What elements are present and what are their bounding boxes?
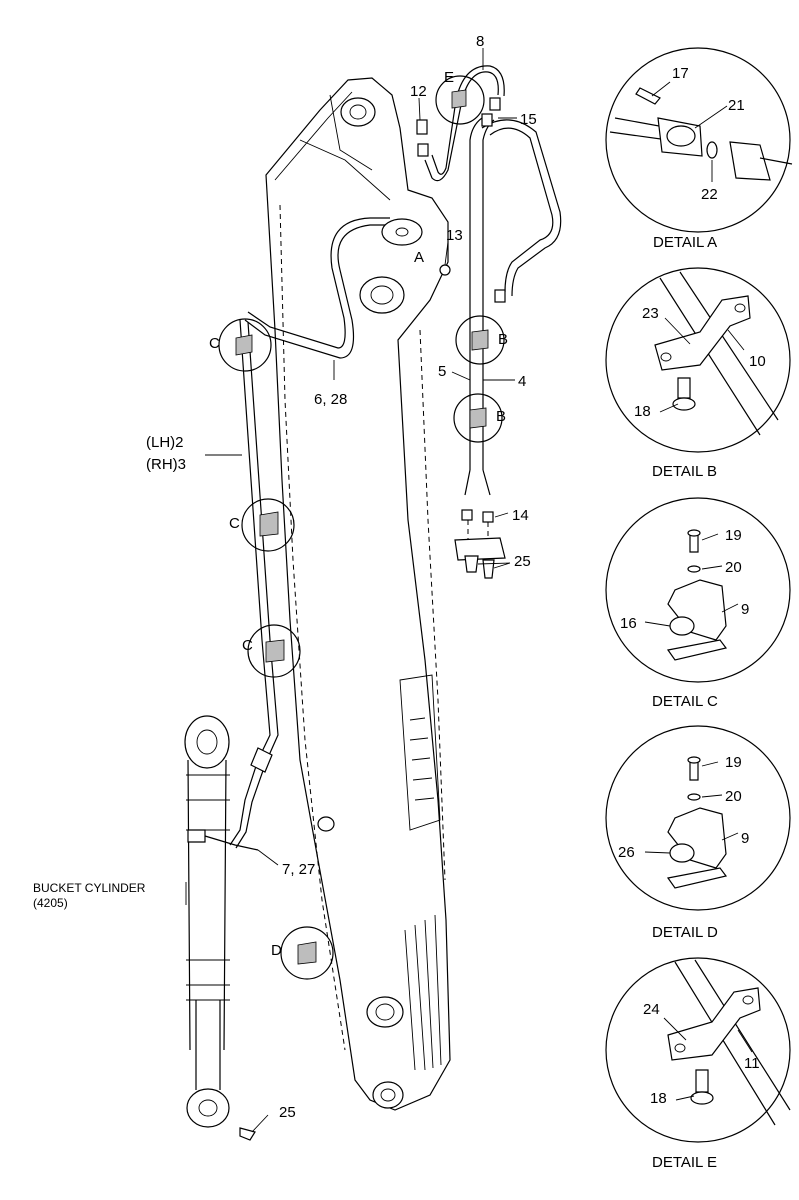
detail-b: 23 10 18 DETAIL B (605, 267, 791, 480)
bucket-cylinder (184, 715, 230, 1128)
detail-d-title: DETAIL D (652, 924, 718, 941)
detail-c-title: DETAIL C (652, 693, 718, 710)
callout-a: A (414, 249, 424, 266)
bucket-cylinder-label: BUCKET CYLINDER (33, 881, 146, 895)
detail-e-title: DETAIL E (652, 1154, 717, 1171)
detail-d-part-9: 9 (741, 830, 749, 847)
detail-c-part-16: 16 (620, 615, 637, 632)
detail-b-title: DETAIL B (652, 463, 717, 480)
detail-e-part-18: 18 (650, 1090, 667, 1107)
main-callouts: 8 E 12 15 13 A C 6, 28 B 5 4 B (LH)2 (RH… (33, 33, 537, 1121)
callout-4: 4 (518, 373, 526, 390)
callout-lh2: (LH)2 (146, 434, 184, 451)
detail-a-part-22: 22 (701, 186, 718, 203)
detail-a-part-21: 21 (728, 97, 745, 114)
detail-d-part-19: 19 (725, 754, 742, 771)
clamp-markers (218, 75, 505, 980)
detail-d: 19 20 9 26 DETAIL D (605, 725, 791, 941)
detail-b-part-23: 23 (642, 305, 659, 322)
leader-lines (185, 48, 517, 1133)
detail-a-title: DETAIL A (653, 234, 717, 251)
detail-c-part-20: 20 (725, 559, 742, 576)
callout-25-bottom: 25 (279, 1104, 296, 1121)
detail-e-part-11: 11 (744, 1055, 760, 1072)
callout-rh3: (RH)3 (146, 456, 186, 473)
callout-c-low: C (242, 637, 253, 654)
detail-e: 24 11 18 DETAIL E (605, 957, 791, 1171)
arm-body (265, 77, 451, 1111)
detail-a-part-17: 17 (672, 65, 689, 82)
detail-c-part-9: 9 (741, 601, 749, 618)
callout-b-lower: B (496, 408, 506, 425)
callout-13: 13 (446, 227, 463, 244)
detail-d-part-26: 26 (618, 844, 635, 861)
piping (204, 65, 562, 1141)
detail-a: 17 21 22 DETAIL A (605, 47, 793, 251)
detail-e-part-24: 24 (643, 1001, 660, 1018)
callout-b-upper: B (498, 331, 508, 348)
callout-c-mid: C (229, 515, 240, 532)
callout-12: 12 (410, 83, 427, 100)
detail-c-part-19: 19 (725, 527, 742, 544)
detail-b-part-18: 18 (634, 403, 651, 420)
bucket-cylinder-code: (4205) (33, 896, 68, 910)
callout-e: E (444, 69, 454, 86)
detail-d-part-20: 20 (725, 788, 742, 805)
callout-7-27: 7, 27 (282, 861, 315, 878)
callout-5: 5 (438, 363, 446, 380)
callout-8: 8 (476, 33, 484, 50)
detail-c: 19 20 9 16 DETAIL C (605, 497, 791, 710)
callout-d: D (271, 942, 282, 959)
callout-25-top: 25 (514, 553, 531, 570)
callout-c-top: C (209, 335, 220, 352)
callout-6-28: 6, 28 (314, 391, 347, 408)
detail-b-part-10: 10 (749, 353, 766, 370)
callout-15: 15 (520, 111, 537, 128)
callout-14: 14 (512, 507, 529, 524)
